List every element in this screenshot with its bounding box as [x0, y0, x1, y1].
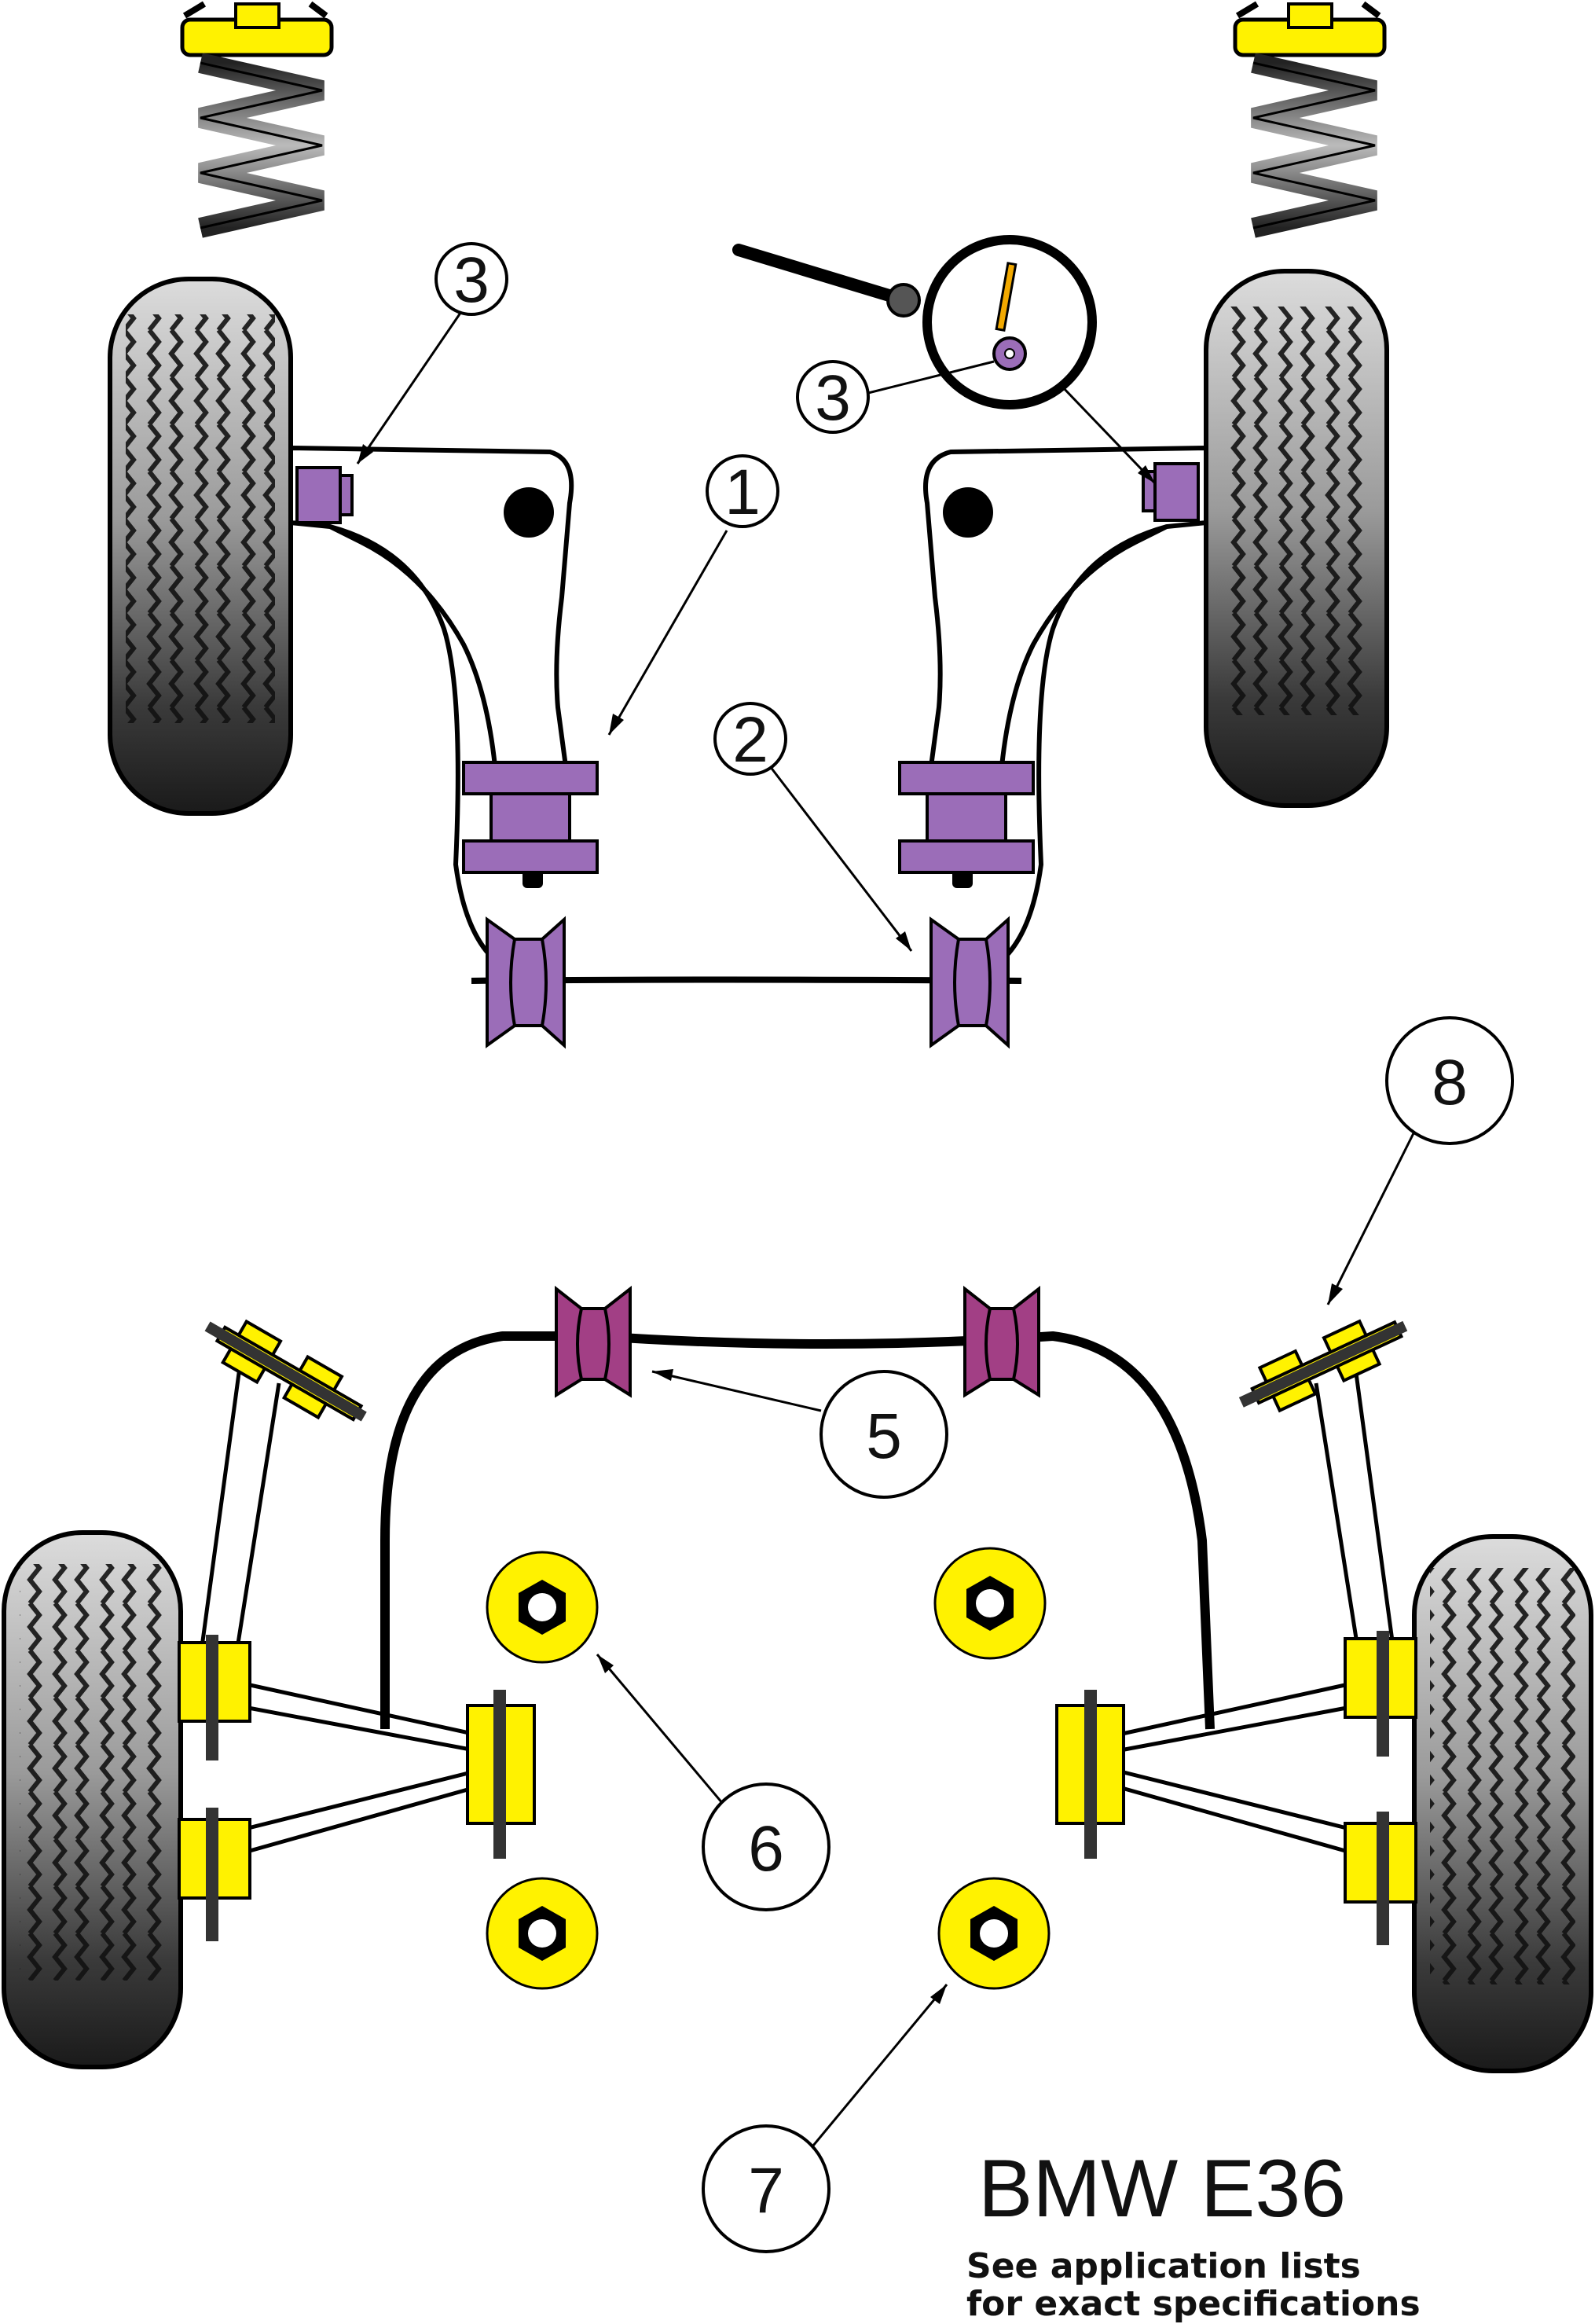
right-rear-links [1107, 1367, 1397, 1857]
right-front-spring [1233, 1, 1387, 238]
right-front-inner-bush [1142, 462, 1200, 522]
rear-anti-roll-bar [380, 1331, 1215, 1730]
right-rear-trailing-arm-bush [1238, 1319, 1408, 1413]
callout-label: 3 [815, 362, 851, 434]
callout-label: 8 [1432, 1047, 1468, 1118]
callout-1: 1 [607, 454, 779, 736]
left-rear-trailing-arm-bush [204, 1319, 367, 1422]
callout-label: 2 [732, 704, 768, 776]
right-front-anti-roll-bush [930, 916, 1010, 1049]
callout-7: 7 [702, 1984, 948, 2253]
right-rear-anti-roll-bush [963, 1285, 1040, 1398]
right-front-control-arm [923, 445, 1208, 982]
callout-6: 6 [596, 1654, 830, 1911]
left-front-control-arm [288, 445, 574, 982]
callout-8: 8 [1326, 1016, 1514, 1305]
right-rear-tyre [1412, 1534, 1593, 2073]
callout-label: 5 [866, 1401, 902, 1472]
left-rear-inner-bush [466, 1690, 536, 1859]
right-rear-hub-bushes [1344, 1631, 1417, 1945]
callout-2: 2 [713, 702, 913, 952]
callout-3-right: 3 [796, 360, 1157, 485]
left-front-anti-roll-bush [486, 916, 566, 1049]
rear-subframe-mount-front-right [933, 1547, 1047, 1660]
note-line-2: for exact specifications [966, 2284, 1421, 2324]
right-front-arm-rear-bush [898, 761, 1035, 874]
left-front-spring [180, 1, 334, 238]
callout-label: 6 [748, 1813, 784, 1885]
note-line-1: See application lists [966, 2246, 1361, 2286]
left-front-tyre [108, 277, 293, 816]
rear-subframe-mount-rear-right [937, 1877, 1050, 1990]
rear-subframe-mount-front-left [486, 1551, 599, 1664]
left-front-inner-bush [295, 466, 354, 524]
magnifier-detail [732, 235, 1097, 409]
callout-3-left: 3 [356, 242, 508, 464]
callout-label: 1 [724, 457, 761, 528]
left-front-arm-rear-bush [462, 761, 599, 874]
callout-5: 5 [651, 1369, 948, 1499]
left-rear-links [198, 1367, 488, 1857]
model-title: BMW E36 [978, 2143, 1346, 2234]
right-rear-inner-bush [1055, 1690, 1125, 1859]
callout-label: 7 [748, 2155, 784, 2227]
callout-label: 3 [453, 244, 490, 316]
left-rear-hub-bushes [178, 1635, 251, 1941]
right-front-tyre [1204, 269, 1389, 808]
rear-subframe-mount-rear-left [486, 1877, 599, 1990]
left-rear-anti-roll-bush [555, 1285, 632, 1398]
left-rear-tyre [2, 1530, 183, 2069]
